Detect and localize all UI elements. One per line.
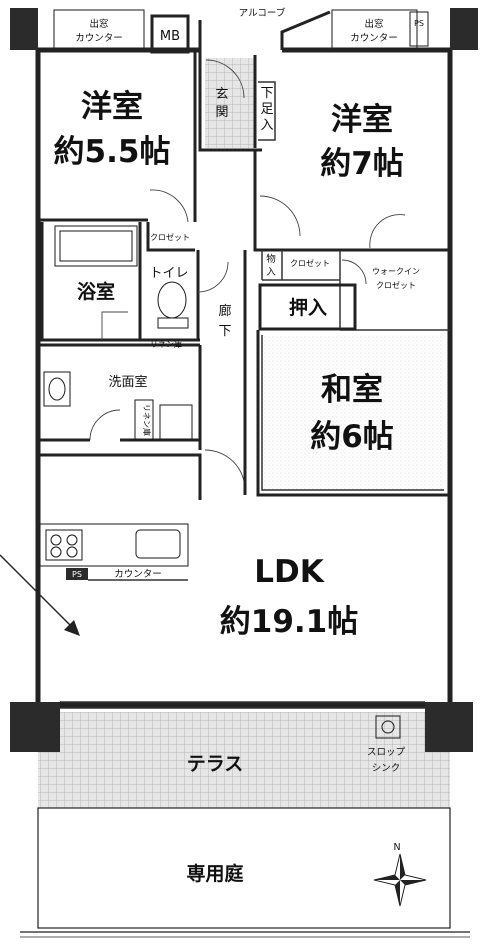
mb-box xyxy=(150,14,190,54)
bathroom-door xyxy=(101,311,128,340)
kitchen-counter xyxy=(39,523,189,567)
japanese-room-inner-border xyxy=(261,335,444,491)
garden-area xyxy=(37,807,451,929)
storage-walls xyxy=(261,250,450,331)
western-room-2-size: 約7帖 xyxy=(320,146,404,182)
western-room-2-door xyxy=(259,195,301,237)
japanese-room-size: 約6帖 xyxy=(310,419,394,455)
shoebox-label-3: 入 xyxy=(260,118,273,133)
wash-basin-bowl xyxy=(48,377,66,401)
wash-basin xyxy=(43,371,71,407)
linen-1-label: リネン庫 xyxy=(150,339,182,349)
storage-label-2: 入 xyxy=(266,267,276,278)
japanese-room-walls xyxy=(256,330,450,497)
bay-counter-right-label-1: 出窓 xyxy=(364,18,383,30)
washing-machine xyxy=(159,404,193,440)
bay-counter-right xyxy=(331,9,418,49)
walkin-label-2: クロゼット xyxy=(376,280,416,290)
bathtub xyxy=(54,225,138,267)
western-room-2-walls xyxy=(253,150,450,252)
entrance-walls xyxy=(198,50,262,152)
washroom-label: 洗面室 xyxy=(108,374,147,390)
alcove-label: アルコーブ xyxy=(239,7,286,19)
terrace-floor xyxy=(38,712,450,808)
bay-counter-left-label-1: 出窓 xyxy=(89,18,108,30)
walkin-door xyxy=(341,259,367,285)
western-room-1-door xyxy=(149,189,189,223)
ps-top-label: PS xyxy=(414,19,424,28)
pillar-top-right xyxy=(450,8,478,50)
ldk-size: 約19.1帖 xyxy=(220,604,359,640)
kitchen-stove xyxy=(45,529,83,561)
mb-label: MB xyxy=(160,29,180,44)
pillar-bottom-right xyxy=(425,702,473,752)
pillar-bottom-left xyxy=(10,702,60,752)
terrace-label: テラス xyxy=(187,753,244,775)
toilet-tank xyxy=(157,317,189,329)
shoebox-label-1: 下 xyxy=(260,86,273,101)
toilet-bowl xyxy=(157,281,187,319)
compass-icon xyxy=(373,853,427,907)
ldk-name: LDK xyxy=(254,554,324,590)
toilet-door xyxy=(197,261,229,293)
entrance-door-swing xyxy=(205,59,245,99)
corridor-label-2: 下 xyxy=(218,324,231,339)
entrance-label-1: 玄 xyxy=(215,87,228,102)
linen-2-label: リネン庫 xyxy=(142,404,152,436)
bathtub-inner xyxy=(59,230,133,262)
corridor-door xyxy=(204,449,246,491)
alcove-wall xyxy=(198,10,331,50)
western-room-2-name: 洋室 xyxy=(331,102,393,138)
closet-1-label: クロゼット xyxy=(150,232,190,242)
north-label: N xyxy=(393,842,400,853)
linen-closet-2 xyxy=(134,399,154,441)
pillar-top-left xyxy=(10,8,38,50)
storage-label-1: 物 xyxy=(266,253,276,265)
oshiire-label: 押入 xyxy=(289,296,327,319)
corridor-label-1: 廊 xyxy=(218,303,231,319)
western-room-1-size: 約5.5帖 xyxy=(54,134,171,170)
ps-box-top xyxy=(409,11,429,47)
entrance-floor xyxy=(205,58,255,148)
ps-box-kitchen xyxy=(66,568,88,580)
ldk-window xyxy=(60,701,425,709)
toilet-walls xyxy=(138,250,200,342)
bathroom-label: 浴室 xyxy=(77,280,115,303)
outer-wall xyxy=(35,47,453,708)
entry-arrow xyxy=(0,554,76,631)
shoebox-wall xyxy=(258,81,276,141)
closet-2-label: クロゼット xyxy=(290,258,330,268)
ps-kitchen-label: PS xyxy=(72,570,82,579)
walkin-label-1: ウォークイン xyxy=(372,267,420,276)
toilet-label: トイレ xyxy=(149,266,188,281)
western-room-1-walls xyxy=(38,50,197,252)
slop-sink-label-2: シンク xyxy=(372,763,401,774)
washroom-walls xyxy=(38,343,202,450)
shoebox-label-2: 足 xyxy=(260,102,273,117)
kitchen-sink xyxy=(135,529,181,559)
ldk-partition xyxy=(38,453,202,500)
garden-label: 専用庭 xyxy=(186,862,243,885)
oshiire-box xyxy=(258,283,357,331)
counter-label: カウンター xyxy=(114,569,162,580)
bay-counter-left-label-2: カウンター xyxy=(75,33,123,44)
slop-sink xyxy=(375,715,401,739)
bay-counter-right-label-2: カウンター xyxy=(350,33,398,44)
bay-counter-left xyxy=(53,9,145,49)
slop-sink-label-1: スロップ xyxy=(367,747,406,758)
closet-door-swing xyxy=(369,214,406,249)
entry-arrow-head xyxy=(64,620,80,636)
japanese-room-name: 和室 xyxy=(321,372,383,408)
washroom-door xyxy=(89,409,121,441)
tatami-floor xyxy=(262,335,444,491)
western-room-1-name: 洋室 xyxy=(81,89,143,125)
entrance-label-2: 関 xyxy=(215,105,228,120)
